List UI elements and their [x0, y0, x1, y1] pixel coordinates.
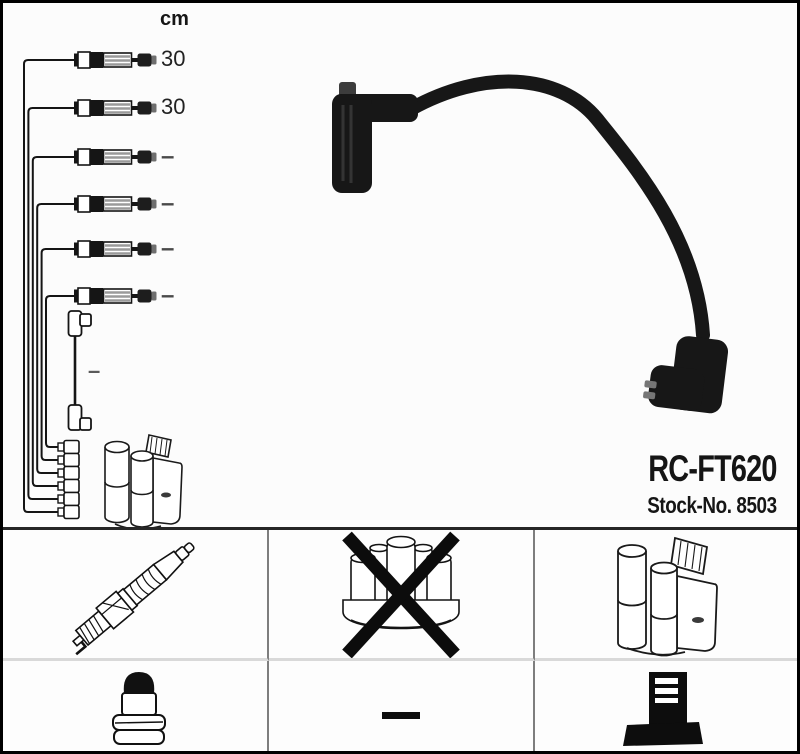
coil-wire-length: – — [88, 358, 101, 383]
product-code: RC-FT620 — [648, 448, 778, 489]
cable-end-connector — [643, 336, 729, 414]
cable-curve — [404, 74, 710, 342]
coil-wire-sketch — [67, 310, 92, 431]
cable-length-2: 30 — [161, 94, 186, 119]
product-identification: RC-FT620 Stock-No. 8503 — [612, 448, 778, 519]
dash-icon — [382, 712, 420, 719]
legend-grid — [3, 527, 797, 751]
top-section: cm 30 30 – – – – – RC-FT620 Stock-No. 85… — [3, 3, 797, 527]
legend-cell-ignition-coil — [535, 530, 797, 661]
stock-number: Stock-No. 8503 — [647, 492, 778, 518]
legend-cell-no-distributor — [269, 530, 535, 661]
cable-row-sketches — [72, 50, 158, 306]
distributor-cap-crossed-icon — [342, 531, 460, 658]
ignition-coil-icon — [617, 536, 718, 657]
cable-length-4: – — [161, 190, 175, 217]
legend-cell-coil-tower — [535, 661, 797, 751]
coil-tower-terminal-icon — [623, 672, 703, 746]
cross-out-mark — [342, 531, 460, 658]
unit-header: cm — [160, 8, 189, 30]
legend-cell-spark-plug — [3, 530, 269, 661]
cable-length-3: – — [161, 143, 175, 170]
cable-lead-lines — [23, 59, 74, 513]
cable-photo — [332, 74, 729, 414]
cable-length-5: – — [161, 235, 175, 262]
ignition-coil-sketch-small — [104, 434, 183, 527]
legend-cell-dash — [269, 661, 535, 751]
cable-length-6: – — [161, 282, 175, 309]
spark-plug-icon — [71, 542, 195, 656]
cable-length-1: 30 — [161, 46, 186, 71]
wiring-diagram-and-photo — [23, 50, 729, 527]
legend-cell-plug-terminal — [3, 661, 269, 751]
coil-connector-stack — [57, 439, 80, 520]
plug-terminal-icon — [112, 671, 166, 745]
